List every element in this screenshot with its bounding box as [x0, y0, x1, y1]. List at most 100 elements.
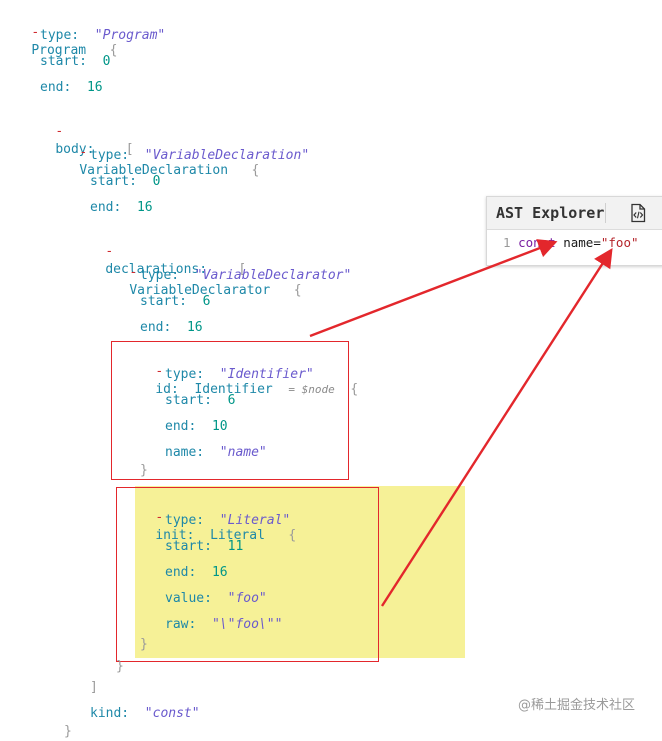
code-file-icon[interactable]	[628, 203, 648, 223]
literal-node[interactable]: - init: Literal {	[124, 491, 296, 543]
property-value: 6	[227, 393, 236, 408]
header-divider	[605, 203, 606, 223]
property-key: type:	[140, 268, 180, 283]
open-brace: {	[288, 528, 297, 543]
property-key: end:	[165, 419, 197, 434]
property-key: type:	[40, 28, 80, 43]
ast-explorer-title: AST Explorer	[496, 204, 605, 222]
open-bracket: [	[238, 262, 247, 277]
open-brace: {	[293, 283, 302, 298]
code-string: "foo"	[600, 235, 639, 250]
property-value: "name"	[219, 445, 267, 460]
open-brace: {	[109, 43, 118, 58]
open-brace: {	[350, 382, 359, 397]
code-line[interactable]: 1 const name="foo"	[503, 235, 639, 250]
property-row: end: 16	[90, 199, 153, 217]
property-key: raw:	[165, 617, 197, 632]
collapse-toggle[interactable]: -	[79, 145, 88, 160]
property-key: value:	[165, 591, 212, 606]
collapse-toggle[interactable]: -	[129, 265, 138, 280]
property-row: type: "VariableDeclaration"	[90, 147, 309, 165]
init-highlight-box	[116, 487, 379, 662]
ast-explorer-panel: AST Explorer 1 const name="foo"	[486, 196, 662, 266]
property-value: "Identifier"	[219, 367, 314, 382]
property-row: raw: "\"foo\""	[165, 616, 282, 634]
property-key: body:	[55, 142, 95, 157]
property-value: 0	[102, 54, 111, 69]
property-row: start: 0	[40, 53, 110, 71]
property-value: 16	[211, 565, 228, 580]
ast-explorer-header: AST Explorer	[487, 197, 662, 230]
node-hint: = $node	[288, 383, 335, 396]
collapse-toggle[interactable]: -	[55, 124, 64, 139]
property-key: end:	[165, 565, 197, 580]
property-key: start:	[165, 393, 212, 408]
property-key: name:	[165, 445, 205, 460]
property-value: "Program"	[94, 28, 166, 43]
node-type-label: VariableDeclarator	[129, 283, 271, 298]
node-type-label: VariableDeclaration	[79, 163, 229, 178]
open-brace: {	[251, 163, 260, 178]
id-highlight-box	[111, 341, 349, 480]
declarations-node[interactable]: - declarations: [	[74, 225, 246, 277]
property-value: "VariableDeclarator"	[194, 268, 352, 283]
property-row: type: "Literal"	[165, 512, 290, 530]
property-key: end:	[90, 200, 122, 215]
collapse-toggle[interactable]: -	[105, 244, 114, 259]
property-value: 0	[152, 174, 161, 189]
close-brace: }	[140, 637, 148, 652]
property-row: start: 6	[140, 293, 210, 311]
property-value: 16	[136, 200, 153, 215]
property-row: start: 6	[165, 392, 235, 410]
variable-declarator-node[interactable]: - VariableDeclarator {	[98, 246, 301, 298]
property-key: start:	[40, 54, 87, 69]
variable-declaration-node[interactable]: - VariableDeclaration {	[48, 126, 259, 178]
property-row: end: 16	[140, 319, 203, 337]
property-value: 6	[202, 294, 211, 309]
property-row: end: 16	[165, 564, 228, 582]
property-row: type: "Identifier"	[165, 366, 314, 384]
program-node[interactable]: - Program {	[0, 6, 117, 58]
property-value: "foo"	[227, 591, 267, 606]
property-key: end:	[40, 80, 72, 95]
property-row: start: 0	[90, 173, 160, 191]
code-keyword: const	[518, 235, 556, 250]
code-operator: =	[593, 235, 601, 250]
property-key: start:	[165, 539, 212, 554]
property-key: declarations:	[105, 262, 208, 277]
property-value: 16	[186, 320, 203, 335]
property-key: kind:	[90, 706, 130, 721]
property-row: kind: "const"	[90, 705, 200, 723]
close-bracket: ]	[90, 680, 98, 695]
body-node[interactable]: - body: [	[24, 105, 133, 157]
collapse-toggle[interactable]: -	[31, 25, 40, 40]
property-value: "\"foo\""	[211, 617, 283, 632]
property-row: value: "foo"	[165, 590, 267, 608]
property-key: id:	[155, 382, 179, 397]
line-number: 1	[503, 235, 511, 250]
property-row: type: "Program"	[40, 27, 165, 45]
node-type-label: Identifier	[194, 382, 273, 397]
property-key: type:	[165, 513, 205, 528]
open-bracket: [	[125, 142, 134, 157]
watermark: @稀土掘金技术社区	[518, 698, 636, 713]
property-key: type:	[90, 148, 130, 163]
property-value: 11	[227, 539, 244, 554]
collapse-toggle[interactable]: -	[155, 510, 164, 525]
close-brace: }	[140, 463, 148, 478]
identifier-node[interactable]: - id: Identifier = $node {	[124, 345, 358, 397]
node-type-label: Program	[31, 43, 87, 58]
close-brace: }	[64, 724, 72, 739]
collapse-toggle[interactable]: -	[155, 364, 164, 379]
node-type-label: Literal	[210, 528, 265, 543]
property-row: start: 11	[165, 538, 243, 556]
property-key: type:	[165, 367, 205, 382]
property-key: start:	[140, 294, 187, 309]
property-row: end: 16	[40, 79, 103, 97]
property-key: end:	[140, 320, 172, 335]
code-identifier: name	[563, 235, 594, 250]
property-row: name: "name"	[165, 444, 267, 462]
property-value: 10	[211, 419, 228, 434]
property-row: end: 10	[165, 418, 228, 436]
